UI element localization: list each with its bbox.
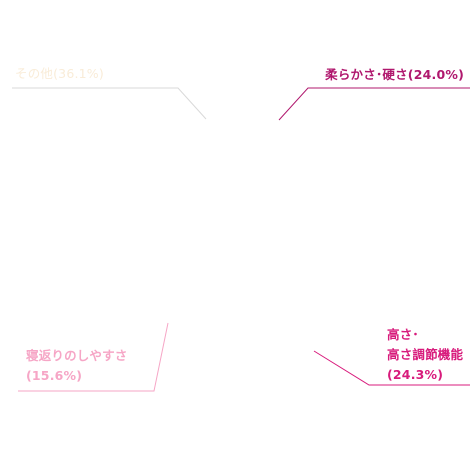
pie-slice-height [235, 216, 364, 353]
label-rolling-line-2: (15.6%) [26, 368, 83, 383]
pie-slice-other [107, 97, 235, 308]
label-height-line-1: 高さ･ [387, 327, 419, 342]
pie-slice-softness [235, 97, 363, 225]
label-rolling: 寝返りのしやすさ (15.6%) [26, 346, 127, 386]
label-rolling-line-1: 寝返りのしやすさ [26, 348, 128, 363]
label-softness: 柔らかさ･硬さ(24.0%) [325, 65, 464, 85]
pie-slices [107, 97, 364, 353]
leader-line-rolling [18, 322, 169, 392]
label-softness-line: 柔らかさ･硬さ(24.0%) [325, 67, 464, 82]
label-height-line-3: (24.3%) [387, 367, 444, 382]
label-height-line-2: 高さ調節機能 [387, 347, 464, 362]
leader-lines [12, 87, 470, 392]
leader-line-other [12, 87, 207, 120]
leader-line-height [313, 350, 470, 386]
pie-slice-rolling [136, 225, 249, 353]
label-other: その他(36.1%) [15, 64, 104, 84]
label-height: 高さ･ 高さ調節機能 (24.3%) [387, 325, 463, 385]
leader-line-softness [278, 87, 470, 121]
label-other-line: その他(36.1%) [15, 66, 104, 81]
